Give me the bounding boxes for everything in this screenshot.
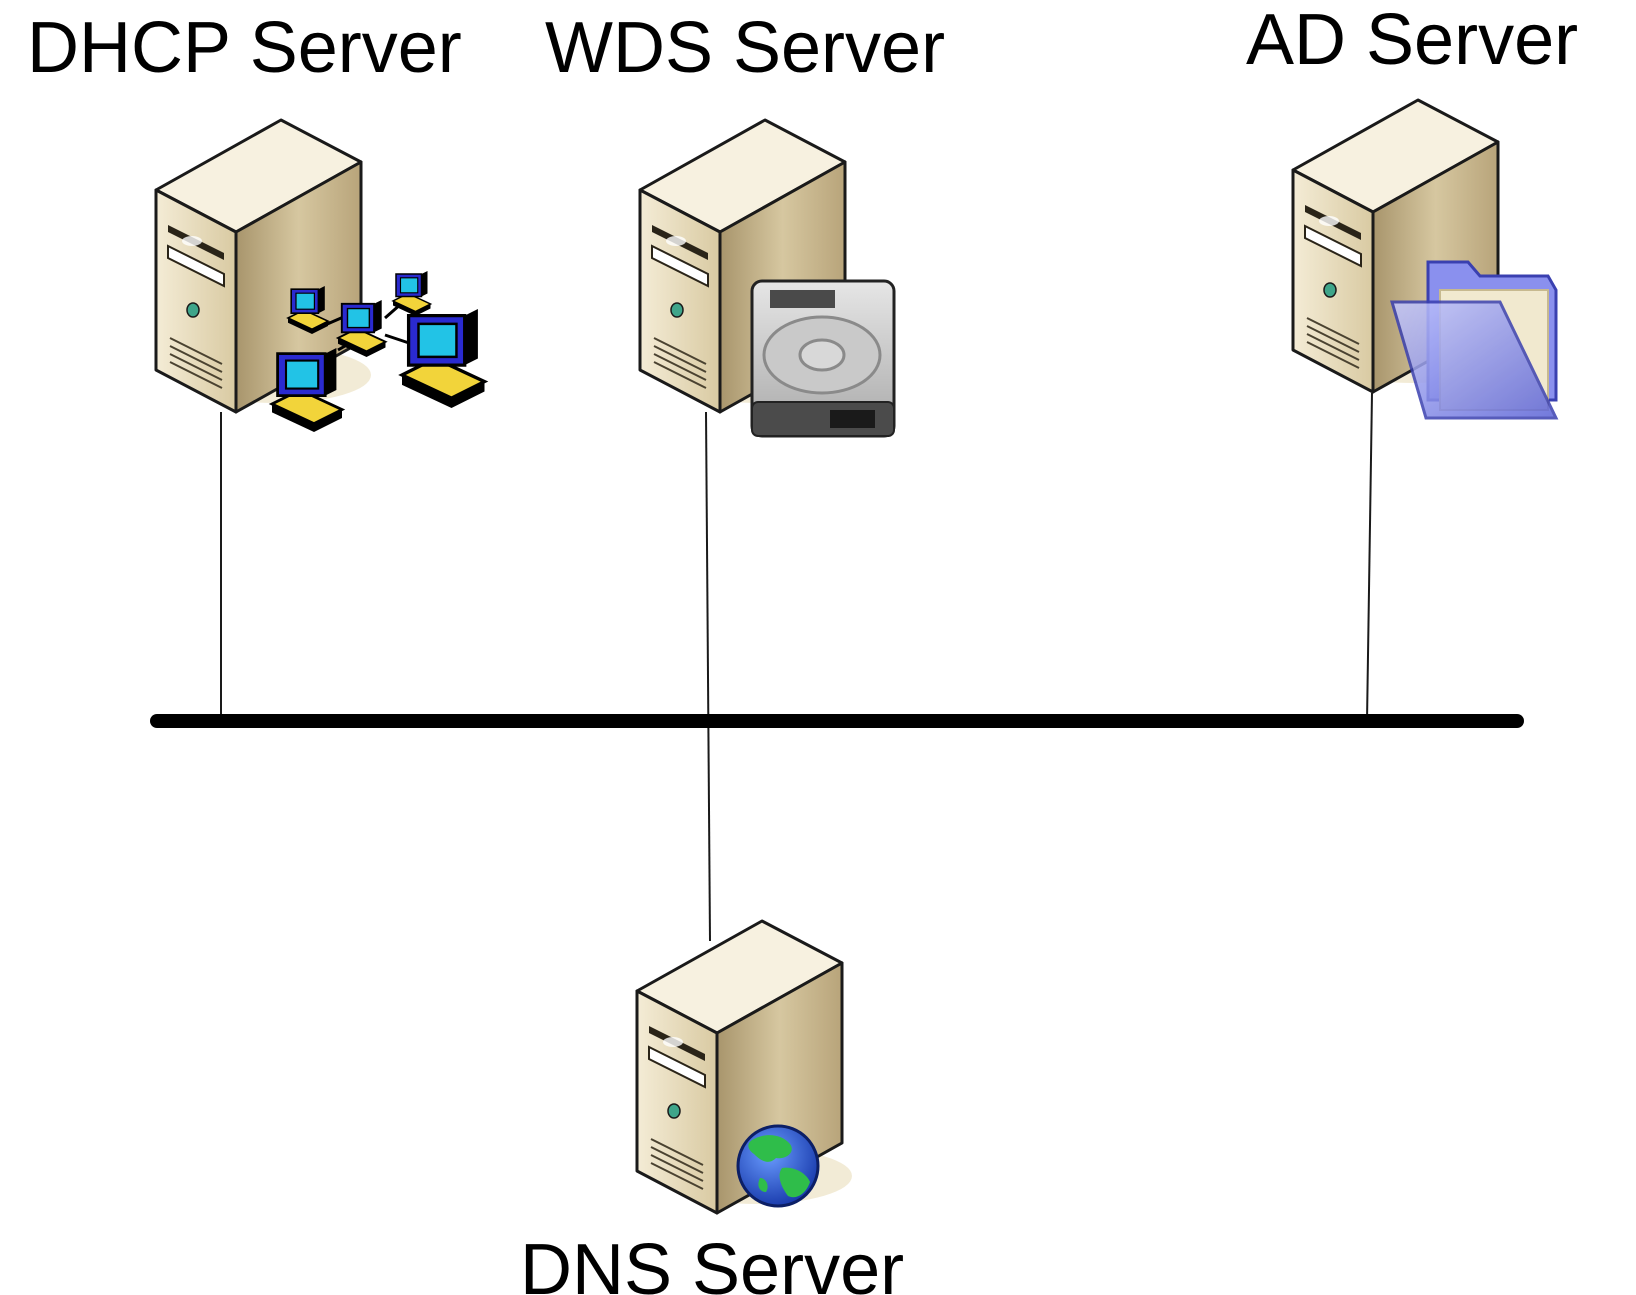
server-tower-icon — [154, 118, 373, 414]
wds-connector — [705, 411, 711, 942]
ad-server-label: AD Server — [1246, 0, 1579, 80]
hard-drive-icon — [750, 279, 896, 438]
wds-server-label: WDS Server — [545, 8, 946, 88]
dns-server-label: DNS Server — [520, 1230, 905, 1295]
globe-icon — [736, 1124, 820, 1208]
folder-icon — [1389, 260, 1559, 420]
dhcp-server-label: DHCP Server — [27, 8, 462, 88]
ad-connector — [1366, 392, 1373, 722]
dhcp-server[interactable] — [154, 118, 373, 414]
network-computers-icon — [270, 270, 487, 434]
